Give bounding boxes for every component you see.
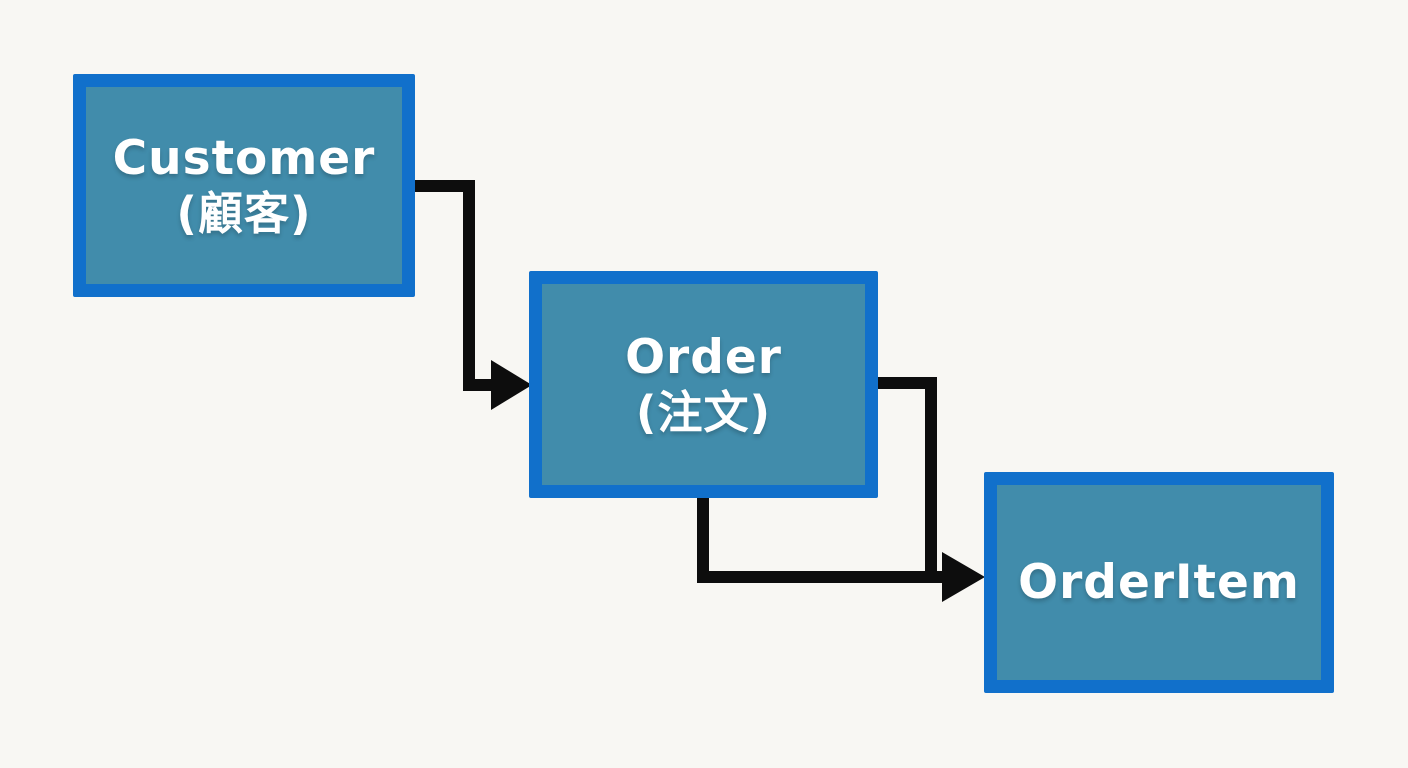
node-order-sublabel: (注文) bbox=[635, 385, 772, 439]
node-orderitem-label: OrderItem bbox=[1018, 554, 1300, 610]
node-order: Order (注文) bbox=[529, 271, 878, 498]
node-order-label: Order bbox=[625, 330, 782, 386]
arrowhead-into-orderitem bbox=[942, 552, 985, 602]
node-customer-label: Customer bbox=[112, 131, 376, 187]
node-customer: Customer (顧客) bbox=[73, 74, 415, 297]
edge-order-right-to-orderitem bbox=[878, 377, 937, 577]
node-customer-sublabel: (顧客) bbox=[176, 186, 312, 240]
edge-order-bottom-to-orderitem bbox=[697, 498, 944, 583]
arrowhead-into-order bbox=[491, 360, 532, 410]
edge-customer-to-order bbox=[415, 180, 491, 391]
node-orderitem: OrderItem bbox=[984, 472, 1334, 693]
